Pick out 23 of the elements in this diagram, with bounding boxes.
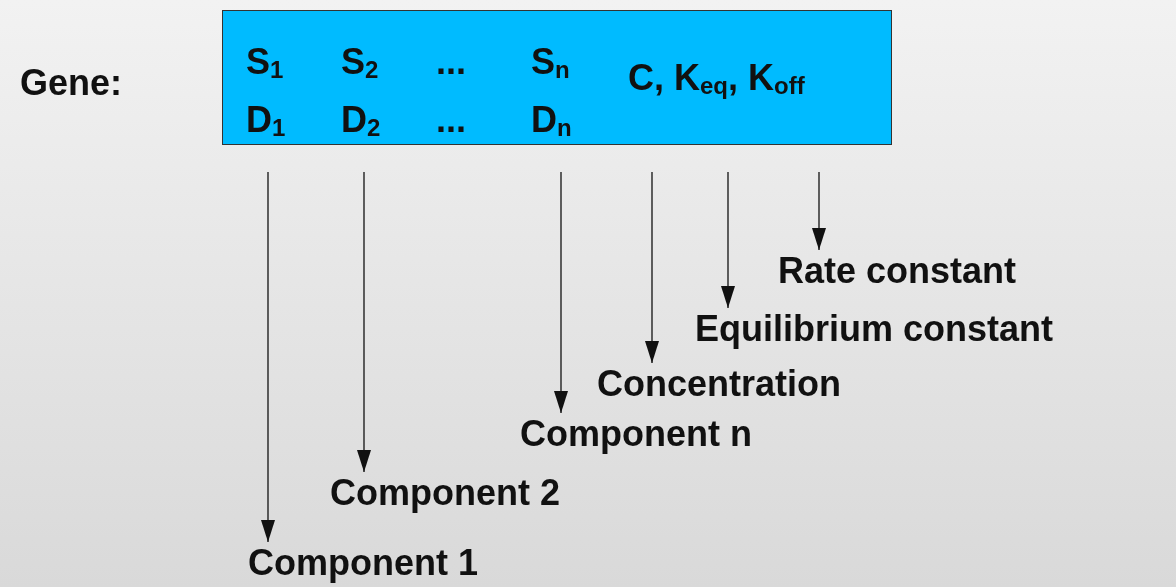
parameter-box (222, 10, 892, 145)
description-label: Component n (520, 413, 752, 455)
symbol-label: D$_{1}$ (246, 99, 286, 142)
symbol-label: S$_{n}$ (531, 41, 570, 84)
arrow (721, 171, 735, 309)
description-label: Rate constant (778, 250, 1017, 292)
arrow (261, 171, 275, 543)
symbol-label: ... (436, 41, 466, 83)
description-label: Concentration (597, 363, 841, 405)
description-label: Component 2 (330, 472, 560, 514)
description-label: Component 1 (248, 542, 478, 584)
symbol-label: D$_{n}$ (531, 99, 572, 142)
arrow (812, 171, 826, 251)
symbol-label: D$_{2}$ (341, 99, 381, 142)
arrow (357, 171, 371, 473)
symbol-label: S$_{1}$ (246, 41, 284, 84)
symbol-label: C, K$_{eq}$, K$_{off}$ (628, 57, 805, 100)
description-label: Equilibrium constant (695, 308, 1053, 350)
row-label: Gene: (20, 62, 123, 104)
arrow (645, 171, 659, 364)
arrow (554, 171, 568, 414)
symbol-label: ... (436, 99, 466, 141)
symbol-label: S$_{2}$ (341, 41, 379, 84)
